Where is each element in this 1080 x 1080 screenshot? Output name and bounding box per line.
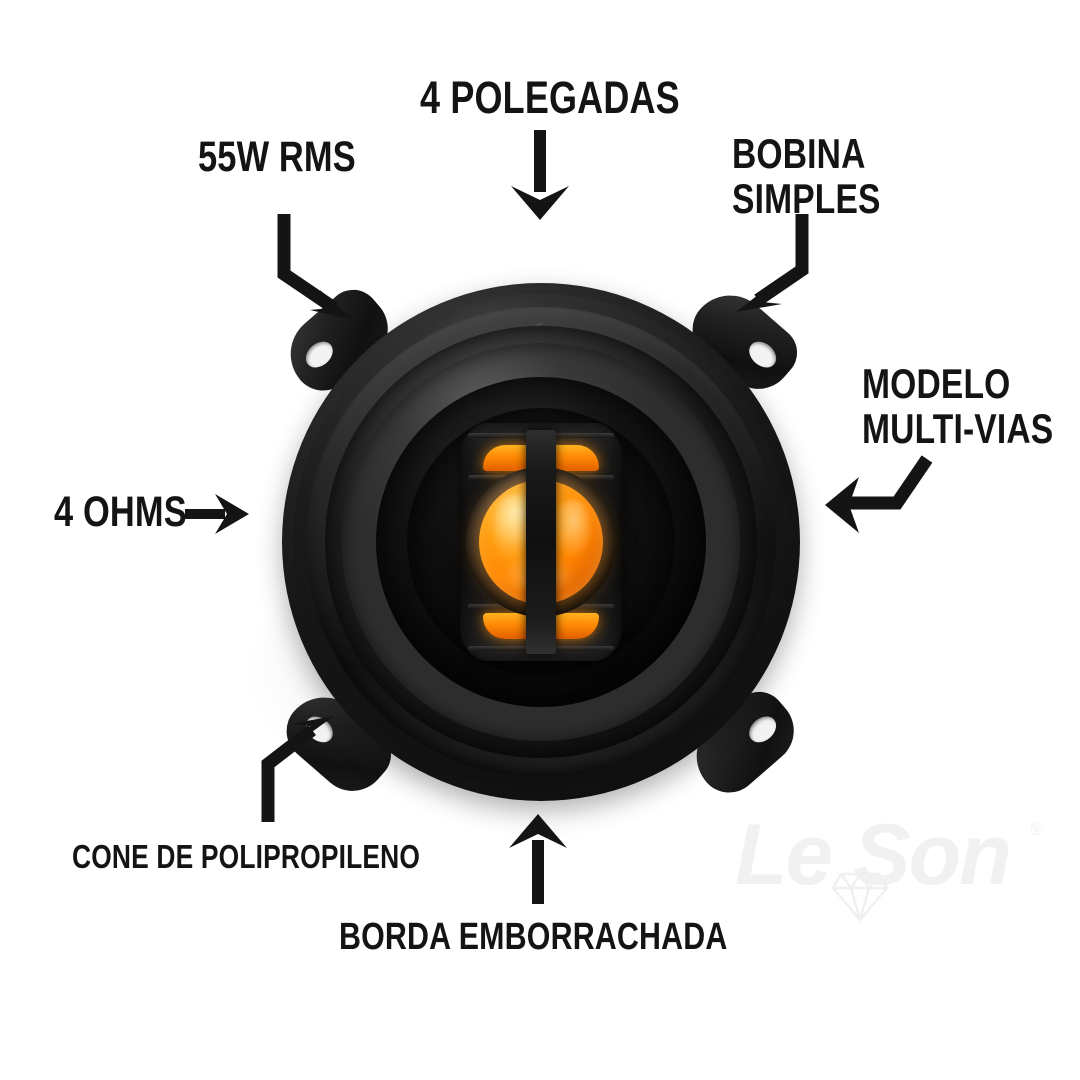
callout-label-tamanho: 4 POLEGADAS [420,72,680,123]
callout-label-cone: CONE DE POLIPROPILENO [72,838,421,875]
tweeter-bridge-bar [526,430,556,654]
arrow-down-icon [505,130,575,222]
callout-label-potencia: 55W RMS [198,133,356,181]
elbow-arrow-up-right-icon [250,712,360,824]
dome-highlight [553,499,591,557]
elbow-arrow-left-icon [815,455,937,535]
elbow-arrow-down-right-icon [262,212,382,330]
diamond-icon [829,868,891,931]
callout-label-borda: BORDA EMBORRACHADA [339,916,728,958]
callout-label-bobina-line2: SIMPLES [732,174,881,222]
brand-watermark: Le Son ® [735,806,1045,931]
elbow-arrow-down-left-icon [718,212,828,320]
registered-trademark-icon: ® [1030,820,1043,839]
callout-label-modelo-line1: MODELO [862,360,1011,407]
callout-label-modelo-line2: MULTI-VIAS [862,404,1054,452]
callout-label-impedancia: 4 OHMS [54,488,187,536]
callout-label-bobina-line1: BOBINA [732,130,866,177]
speaker-product-image [250,262,826,822]
arrow-right-icon [185,492,251,536]
arrow-up-icon [505,814,571,904]
